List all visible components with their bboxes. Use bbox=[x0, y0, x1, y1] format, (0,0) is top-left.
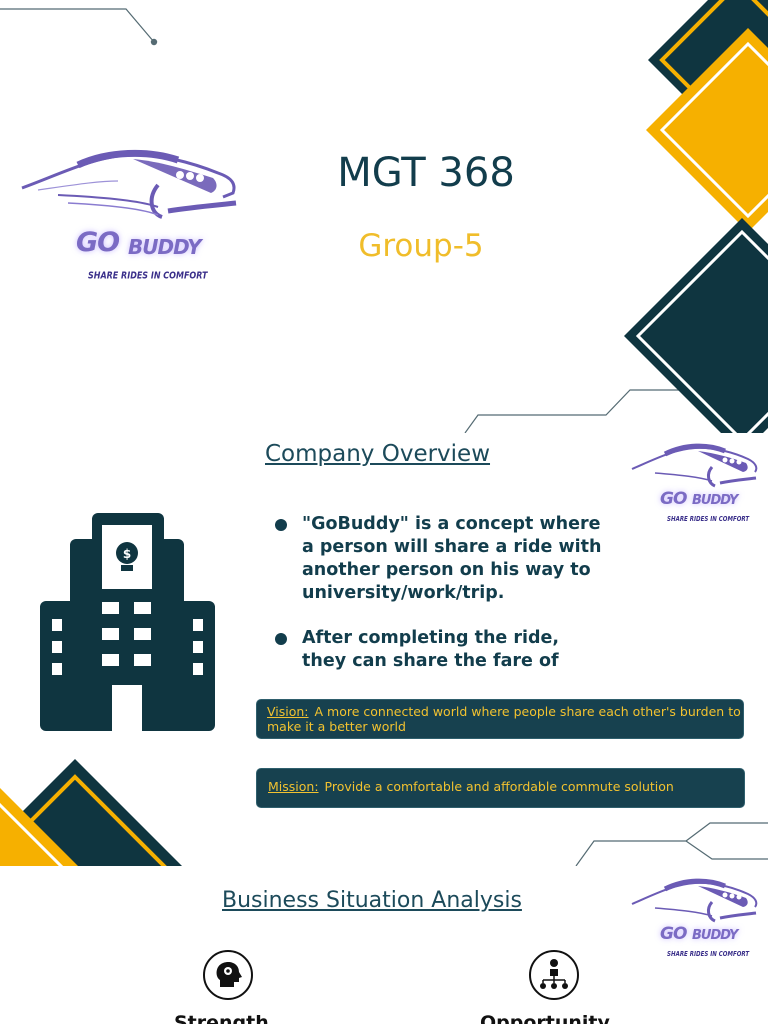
logo-tagline: SHARE RIDES IN COMFORT bbox=[667, 951, 750, 959]
logo-tagline: SHARE RIDES IN COMFORT bbox=[88, 270, 208, 281]
page-subtitle: Group-5 bbox=[358, 228, 484, 264]
gobuddy-logo: GO BUDDY SHARE RIDES IN COMFORT bbox=[18, 145, 243, 285]
mission-box: Mission: Provide a comfortable and afford… bbox=[256, 768, 745, 808]
logo-go: GO bbox=[76, 227, 120, 258]
list-item: After completing the ride, they can shar… bbox=[275, 627, 605, 673]
logo-buddy: BUDDY bbox=[692, 493, 738, 508]
decorative-shapes bbox=[0, 759, 768, 866]
car-icon bbox=[21, 149, 237, 219]
page-title: MGT 368 bbox=[337, 150, 515, 196]
vision-text: A more connected world where people shar… bbox=[267, 704, 741, 734]
decorative-diamonds bbox=[624, 0, 768, 433]
gobuddy-logo: GO BUDDY SHARE RIDES IN COMFORT bbox=[630, 441, 760, 526]
decorative-lines bbox=[0, 8, 768, 433]
car-icon bbox=[631, 878, 758, 923]
head-gears-icon bbox=[203, 950, 253, 1000]
mission-text: Provide a comfortable and affordable com… bbox=[324, 779, 674, 794]
logo-go: GO bbox=[660, 489, 687, 509]
logo-buddy: BUDDY bbox=[128, 235, 202, 259]
strength-label: Strength bbox=[174, 1012, 269, 1024]
business-analysis-slide: Business Situation Analysis GO BUDDY SHA… bbox=[0, 866, 768, 1024]
gobuddy-logo: GO BUDDY SHARE RIDES IN COMFORT bbox=[630, 876, 760, 961]
vision-label: Vision: bbox=[267, 704, 309, 719]
hierarchy-icon bbox=[529, 950, 579, 1000]
logo-tagline: SHARE RIDES IN COMFORT bbox=[667, 516, 750, 524]
logo-go: GO bbox=[660, 924, 687, 944]
business-analysis-heading[interactable]: Business Situation Analysis bbox=[222, 888, 522, 913]
car-icon bbox=[631, 443, 758, 488]
overview-bullets: "GoBuddy" is a concept where a person wi… bbox=[275, 513, 605, 695]
vision-box: Vision:A more connected world where peop… bbox=[256, 699, 744, 739]
list-item: "GoBuddy" is a concept where a person wi… bbox=[275, 513, 605, 605]
mission-label: Mission: bbox=[268, 779, 319, 794]
logo-buddy: BUDDY bbox=[692, 928, 738, 943]
company-overview-heading[interactable]: Company Overview bbox=[265, 441, 491, 467]
office-building-icon: $ bbox=[40, 513, 215, 731]
opportunity-label: Opportunity bbox=[480, 1012, 610, 1024]
title-slide: GO BUDDY SHARE RIDES IN COMFORT MGT 368 … bbox=[0, 0, 768, 433]
company-overview-slide: Company Overview GO BUDDY SHARE RIDES IN… bbox=[0, 433, 768, 866]
svg-text:$: $ bbox=[123, 547, 131, 561]
